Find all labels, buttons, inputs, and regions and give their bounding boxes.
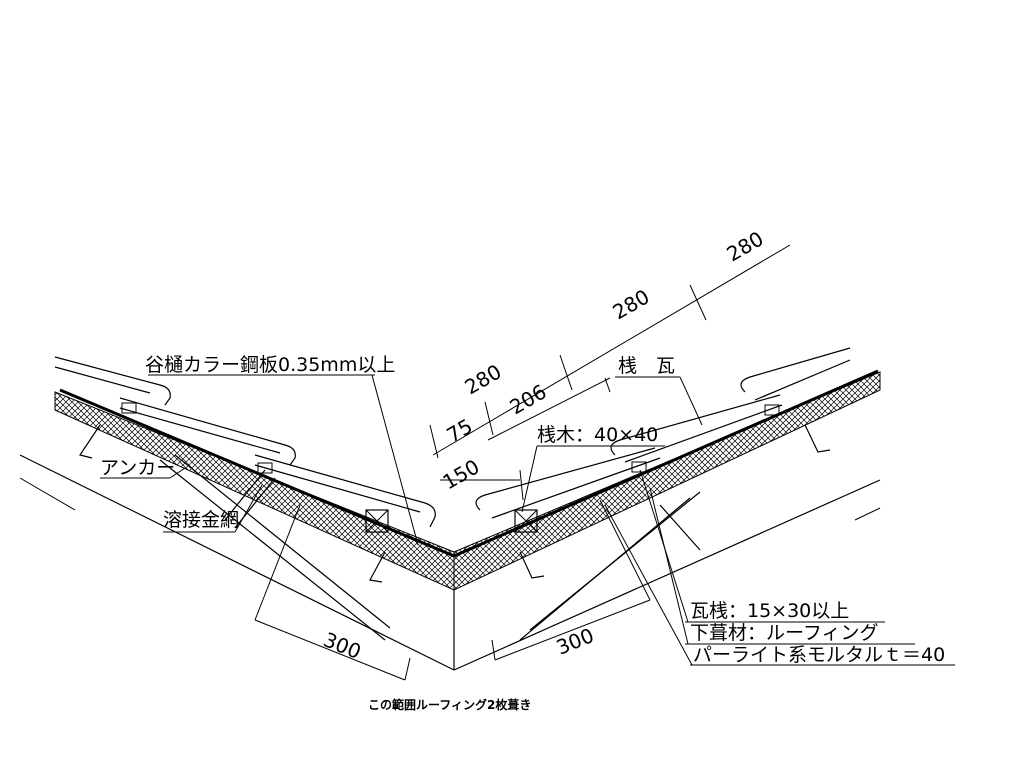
anchors — [79, 424, 831, 583]
dim-206: 206 — [506, 379, 551, 419]
label-batten-wood: 桟木：40×40 — [537, 424, 658, 446]
dimension-lines-300 — [254, 499, 651, 681]
truss-right — [519, 491, 701, 641]
mortar-layer-left — [54, 391, 455, 591]
label-tile: 桟 瓦 — [618, 355, 675, 377]
tile-battens-small — [121, 402, 780, 474]
label-anchor: アンカー — [100, 457, 175, 479]
dim-280-c: 280 — [723, 226, 768, 266]
dim-300-right: 300 — [553, 623, 597, 660]
leader-lines — [100, 374, 955, 666]
dim-300-left: 300 — [320, 627, 364, 664]
truss-left — [159, 454, 391, 641]
dimension-lines-top — [429, 244, 791, 501]
batten-right — [514, 509, 538, 533]
dim-75: 75 — [443, 414, 477, 448]
dim-280-b: 280 — [609, 284, 654, 324]
label-tile-batten: 瓦桟：15×30以上 — [690, 600, 849, 622]
batten-left — [365, 509, 389, 533]
label-mortar: パーライト系モルタルｔ＝40 — [693, 644, 945, 666]
label-note: この範囲ルーフィング2枚葺き — [368, 697, 531, 712]
label-wire-mesh: 溶接金網 — [163, 509, 239, 531]
tiles-left — [54, 356, 436, 528]
label-underlay: 下葺材：ルーフィング — [690, 622, 878, 644]
dim-280-a: 280 — [461, 359, 506, 399]
dim-150: 150 — [439, 454, 484, 494]
roofing-underlay — [59, 369, 879, 558]
label-gutter-collar: 谷樋カラー鋼板0.35mm以上 — [145, 354, 395, 376]
